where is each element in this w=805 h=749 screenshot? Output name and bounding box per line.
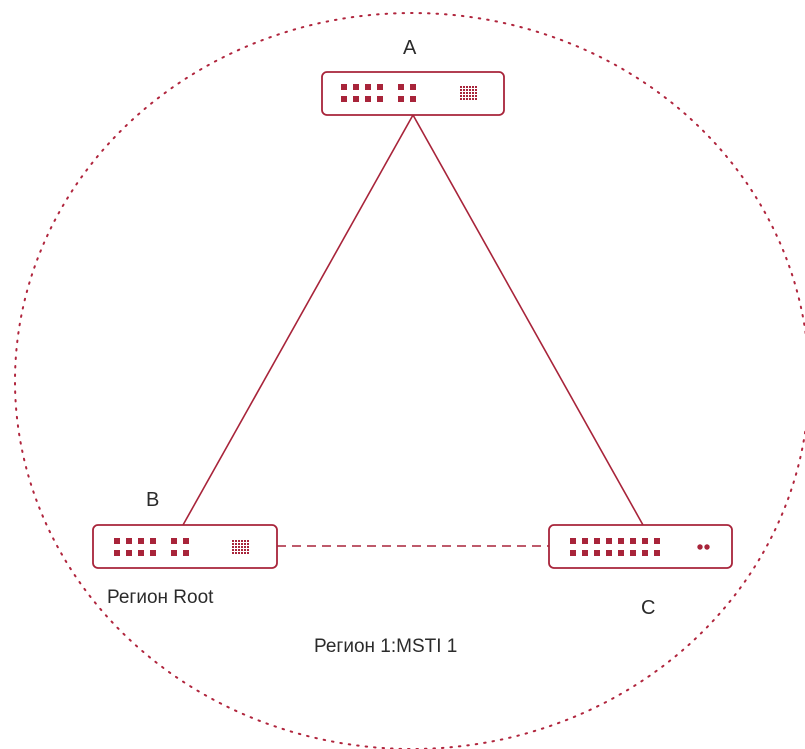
node-b-label: B <box>146 489 160 511</box>
node-c-label: C <box>641 597 656 619</box>
link-a-c <box>412 114 644 526</box>
region-root-label: Регион Root <box>107 587 214 608</box>
switch-icon <box>321 71 505 116</box>
node-a-label: A <box>403 37 417 59</box>
switch-icon <box>92 524 278 569</box>
switch-icon <box>548 524 733 569</box>
link-a-b <box>182 114 414 526</box>
switch-c <box>548 524 733 569</box>
region-boundary <box>14 12 805 749</box>
switch-a <box>321 71 505 116</box>
region-label: Регион 1:MSTI 1 <box>314 636 458 657</box>
switch-b <box>92 524 278 569</box>
